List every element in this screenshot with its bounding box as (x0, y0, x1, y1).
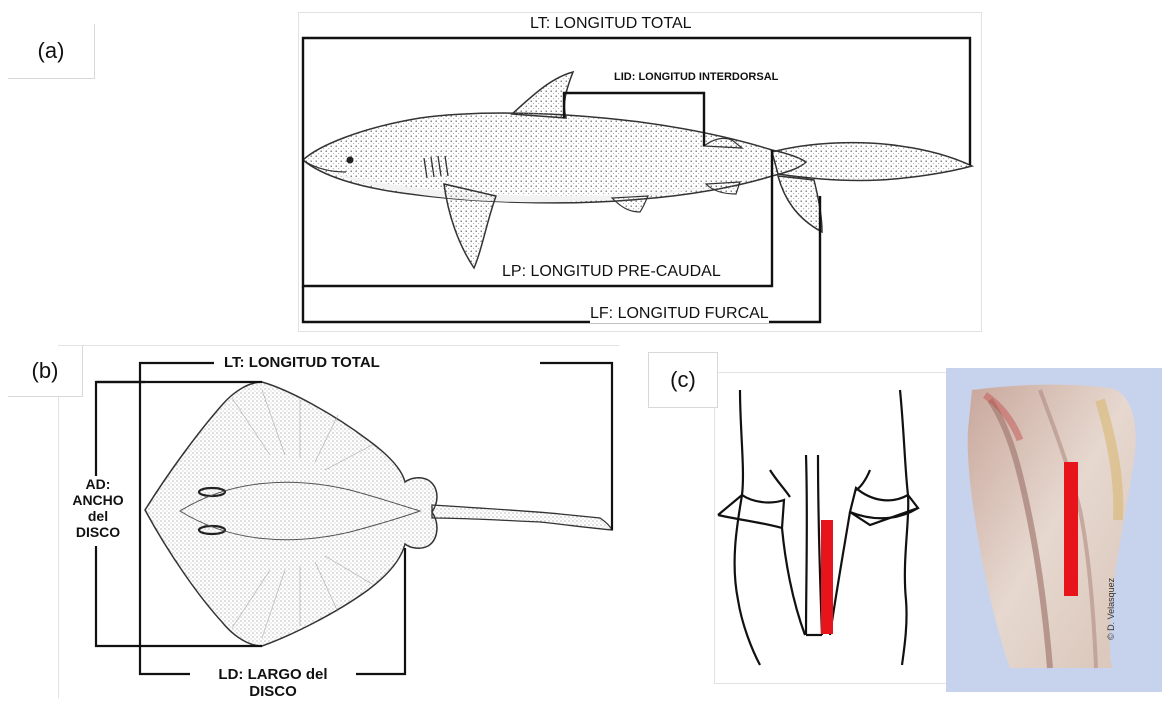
panel-a-tag-text: (a) (38, 38, 65, 63)
shark-interdorsal-length-label: LID: LONGITUD INTERDORSAL (614, 71, 778, 83)
ray-disc-width-line1: AD: (66, 476, 130, 492)
panel-c-tag-text: (c) (670, 367, 696, 392)
panel-a-tag: (a) (8, 24, 95, 79)
ray-disc-length-line2: DISCO (190, 683, 356, 700)
shark-fork-length-label: LF: LONGITUD FURCAL (590, 305, 769, 323)
clasper-photo (946, 368, 1162, 692)
clasper-line-drawing (718, 390, 918, 665)
shark-total-length-label: LT: LONGITUD TOTAL (530, 15, 692, 33)
photo-credit: © D. Velasquez (1106, 578, 1116, 640)
shark-precaudal-length-label: LP: LONGITUD PRE-CAUDAL (502, 263, 721, 281)
panel-c-tag: (c) (648, 352, 718, 408)
ray-disc-width-label: AD: ANCHO del DISCO (66, 476, 130, 540)
ray-disc-width-line3: del (66, 508, 130, 524)
ray-disc-width-line2: ANCHO (66, 492, 130, 508)
ray-disc-width-line4: DISCO (66, 524, 130, 540)
panel-b-tag: (b) (8, 346, 83, 397)
ray-disc-length-label: LD: LARGO del DISCO (190, 666, 356, 700)
ray-total-length-label: LT: LONGITUD TOTAL (220, 354, 384, 371)
shark-illustration (303, 72, 972, 268)
ray-disc-length-line1: LD: LARGO del (190, 666, 356, 683)
clasper-highlight-drawing (821, 520, 833, 634)
panel-b-tag-text: (b) (32, 358, 59, 383)
ray-illustration (145, 382, 612, 646)
